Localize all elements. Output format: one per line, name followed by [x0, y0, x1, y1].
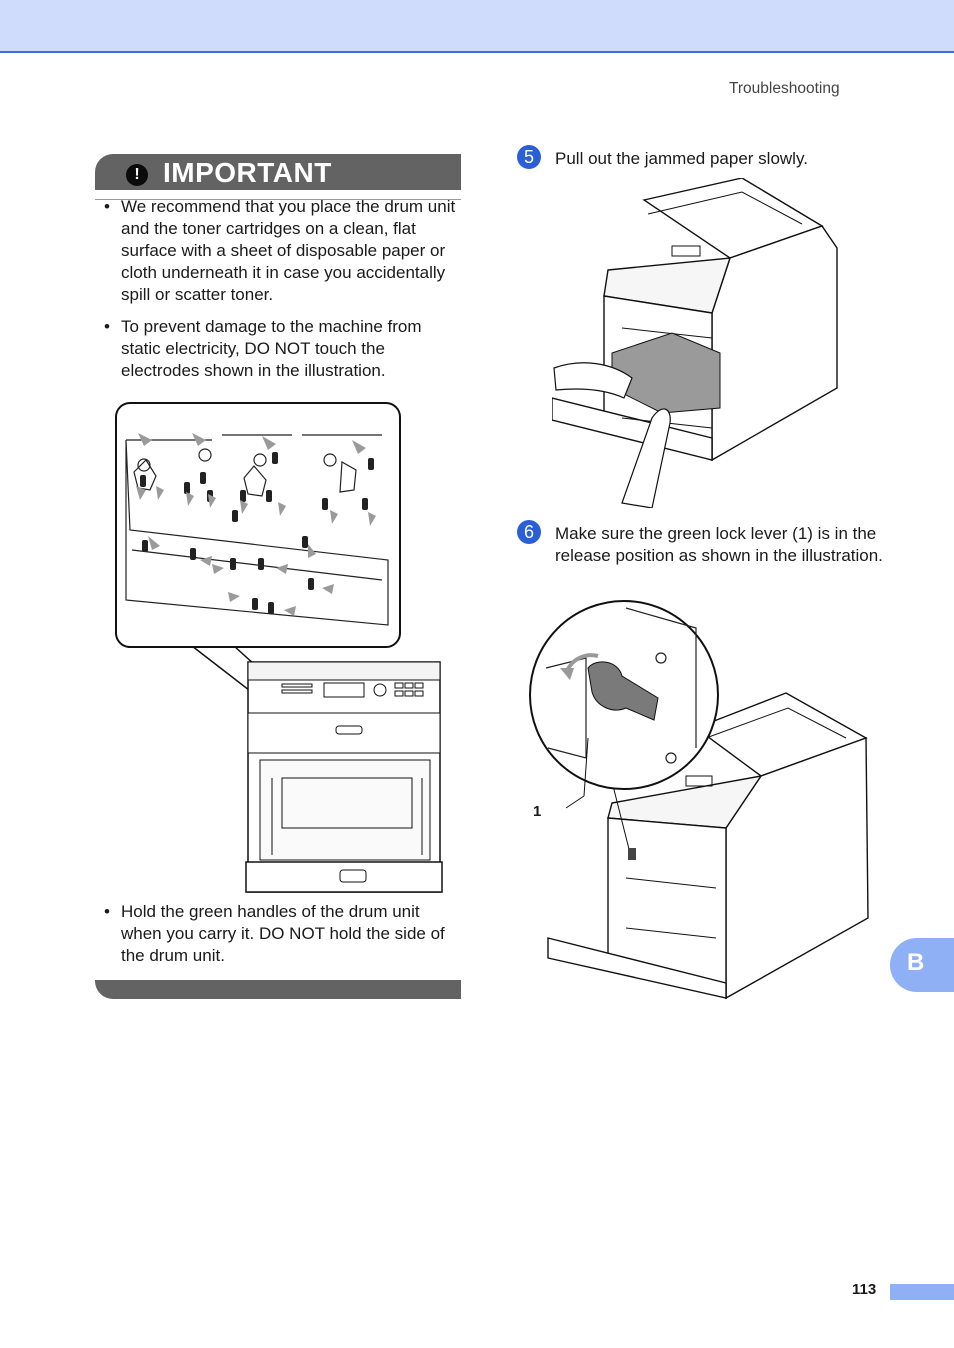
important-bullet-list-bottom: •Hold the green handles of the drum unit… — [100, 901, 460, 977]
important-footer-bar — [95, 980, 461, 999]
step-5-text: Pull out the jammed paper slowly. — [555, 149, 808, 168]
page-number: 113 — [852, 1281, 877, 1298]
step-6-text: Make sure the green lock lever (1) is in… — [555, 524, 883, 565]
list-item: •We recommend that you place the drum un… — [104, 197, 456, 304]
list-item: •To prevent damage to the machine from s… — [104, 317, 422, 380]
chapter-tab: B — [890, 938, 954, 992]
electrode-illustration — [115, 402, 443, 893]
lock-lever-illustration — [529, 600, 869, 1000]
running-header: Troubleshooting — [729, 80, 840, 97]
list-item: •Hold the green handles of the drum unit… — [104, 902, 445, 965]
step-number-6: 6 — [517, 520, 541, 544]
exclamation-icon: ! — [126, 164, 148, 186]
important-bullet-list: •We recommend that you place the drum un… — [100, 196, 460, 392]
callout-label: 1 — [533, 803, 542, 820]
important-divider — [95, 199, 461, 200]
step-number-5: 5 — [517, 145, 541, 169]
page-number-bar — [890, 1284, 954, 1300]
top-color-band — [0, 0, 954, 53]
important-title: IMPORTANT — [163, 157, 332, 188]
important-header-bar — [95, 154, 461, 190]
pull-jammed-paper-illustration — [552, 178, 838, 508]
